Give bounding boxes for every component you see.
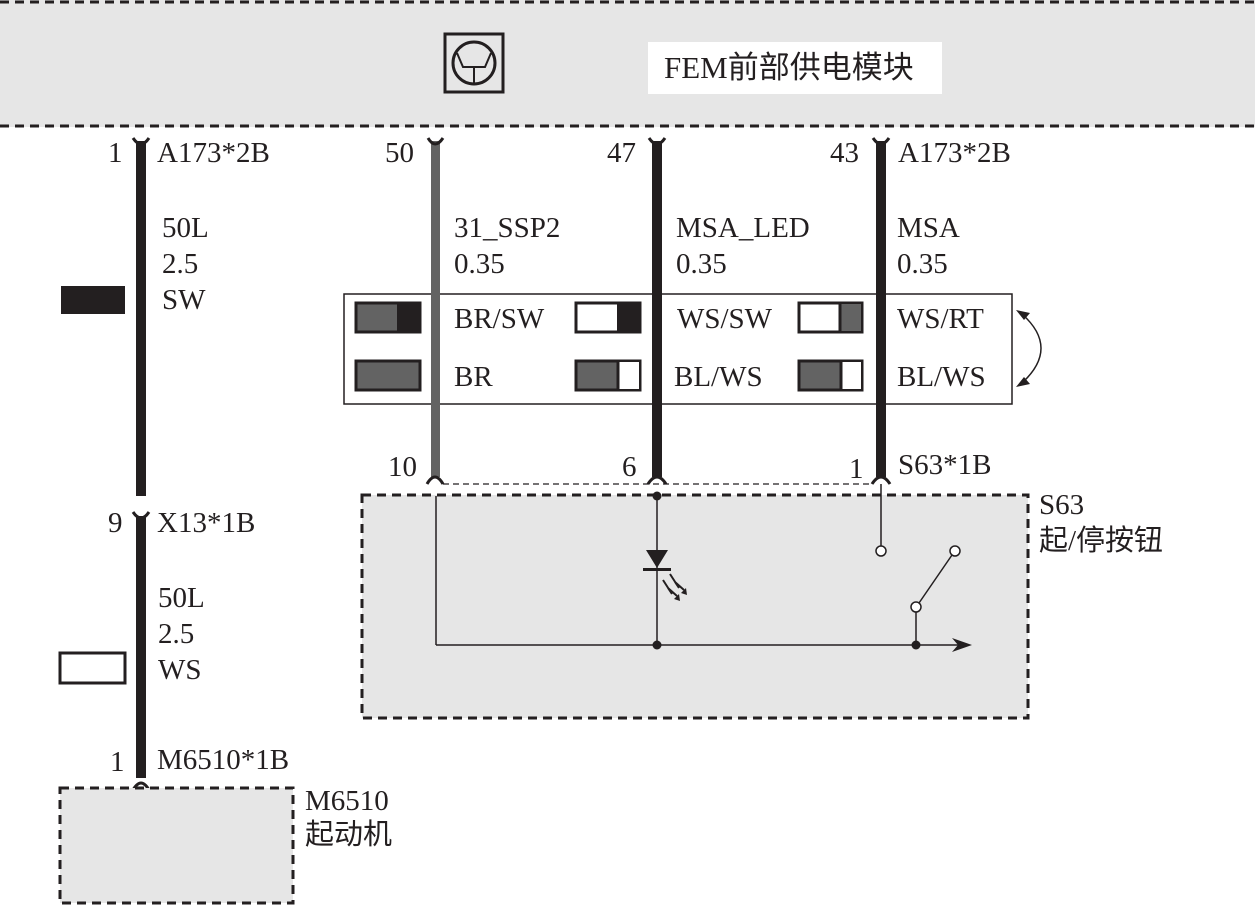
wire-ssp2-signal: 31_SSP2: [454, 212, 561, 244]
connector-m6510: M6510*1B: [157, 744, 290, 776]
variant-br: BR: [454, 361, 493, 393]
variant-swatch-ws-rt: [797, 301, 864, 334]
variant-ws-sw: WS/SW: [677, 303, 773, 335]
starter-component: [58, 786, 295, 905]
connector-a173-right: A173*2B: [898, 137, 1011, 169]
pin-1-s63: 1: [849, 453, 864, 485]
pin-left-x13: 9: [108, 507, 123, 539]
wire-ssp2-gauge: 0.35: [454, 248, 505, 280]
switch-name: 起/停按钮: [1039, 525, 1164, 557]
fem-module-block: [0, 0, 1255, 127]
variant-swatch-br-sw: [354, 301, 422, 334]
variant-bl-ws-2: BL/WS: [897, 361, 986, 393]
wire-msa: [870, 137, 892, 485]
wire-left-upper: [131, 137, 151, 496]
wire-msa-led-gauge: 0.35: [676, 248, 727, 280]
control-unit-icon: [443, 32, 505, 94]
variant-swatch-bl-ws-2: [797, 359, 864, 392]
color-variant-table: [343, 293, 1013, 405]
color-swatch-sw: [61, 286, 125, 314]
wire-left-upper-gauge: 2.5: [162, 248, 199, 280]
wire-left-lower: [131, 511, 151, 791]
pin-50: 50: [385, 137, 414, 169]
connector-s63: S63*1B: [898, 449, 992, 481]
variant-swatch-ws-sw: [574, 301, 642, 334]
variant-br-sw: BR/SW: [454, 303, 545, 335]
led-icon: [643, 550, 687, 601]
pin-6: 6: [622, 451, 637, 483]
variant-swatch-bl-ws-1: [574, 359, 642, 392]
pin-43: 43: [830, 137, 859, 169]
connector-a173-left: A173*2B: [157, 137, 270, 169]
starter-code: M6510: [305, 785, 389, 817]
connector-x13: X13*1B: [157, 507, 256, 539]
wire-left-lower-color: WS: [158, 654, 202, 686]
pin-10: 10: [388, 451, 417, 483]
switch-contact-icon: [918, 554, 953, 604]
pin-left-top: 1: [108, 137, 123, 169]
ground-arrow-icon: [952, 638, 972, 652]
wire-left-lower-signal: 50L: [158, 582, 205, 614]
wire-ssp2: [425, 137, 445, 485]
swap-arrow-icon: [1016, 310, 1042, 387]
variant-ws-rt: WS/RT: [897, 303, 984, 335]
variant-bl-ws-1: BL/WS: [674, 361, 763, 393]
pin-starter: 1: [110, 746, 125, 778]
switch-internal-circuit: [435, 484, 972, 652]
color-swatch-ws: [58, 651, 127, 685]
variant-swatch-br: [354, 359, 422, 392]
wire-msa-led: [646, 137, 668, 485]
switch-code: S63: [1039, 489, 1085, 521]
starter-name: 起动机: [305, 819, 393, 851]
fem-module-title: FEM前部供电模块: [664, 50, 914, 85]
pin-47: 47: [607, 137, 636, 169]
fem-title-box: [648, 42, 942, 94]
wire-left-upper-color: SW: [162, 284, 206, 316]
wire-left-lower-gauge: 2.5: [158, 618, 195, 650]
wire-msa-signal: MSA: [897, 212, 960, 244]
wire-left-upper-signal: 50L: [162, 212, 209, 244]
wire-msa-gauge: 0.35: [897, 248, 948, 280]
switch-component: [360, 493, 1030, 720]
wire-msa-led-signal: MSA_LED: [676, 212, 810, 244]
